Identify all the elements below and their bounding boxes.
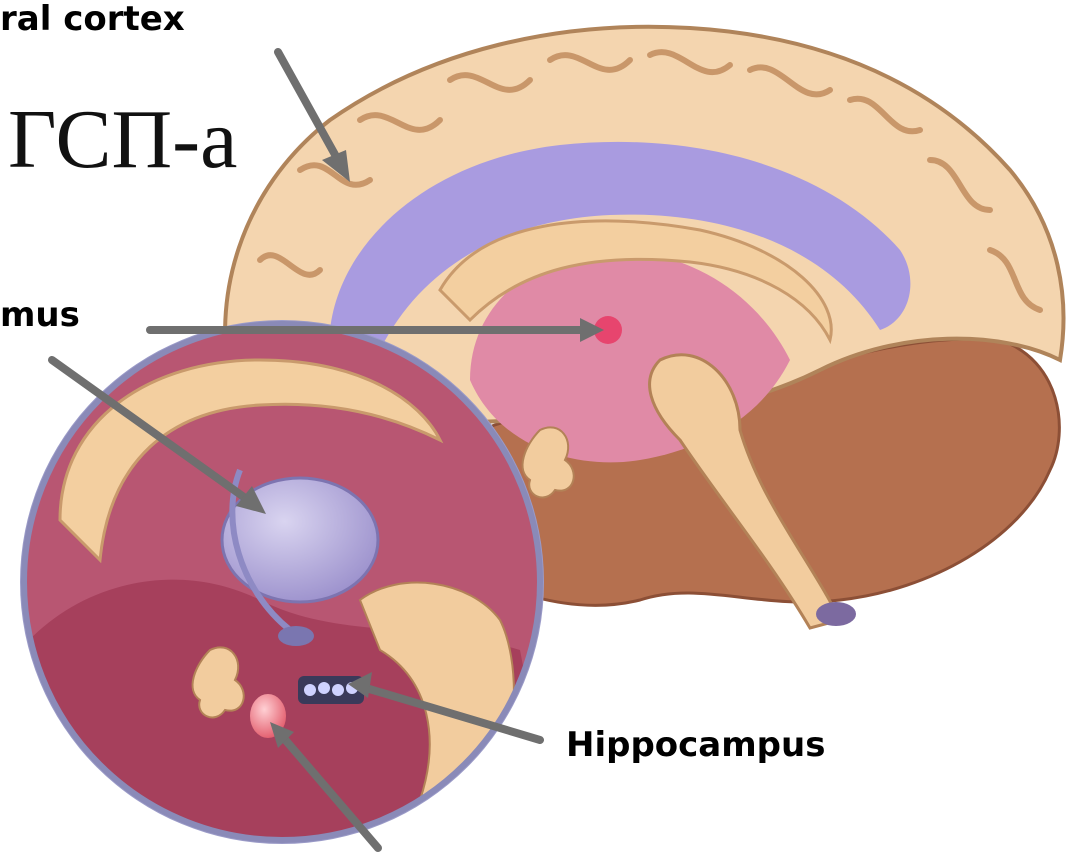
brainstem-end: [816, 602, 856, 626]
label-hippocampus: Hippocampus: [566, 728, 825, 762]
label-cerebral-cortex: ral cortex: [0, 2, 185, 36]
label-thalamus: mus: [0, 298, 80, 332]
slide-title-fragment: ГСП-а: [8, 98, 237, 182]
hippocampus-structure: [298, 676, 364, 704]
